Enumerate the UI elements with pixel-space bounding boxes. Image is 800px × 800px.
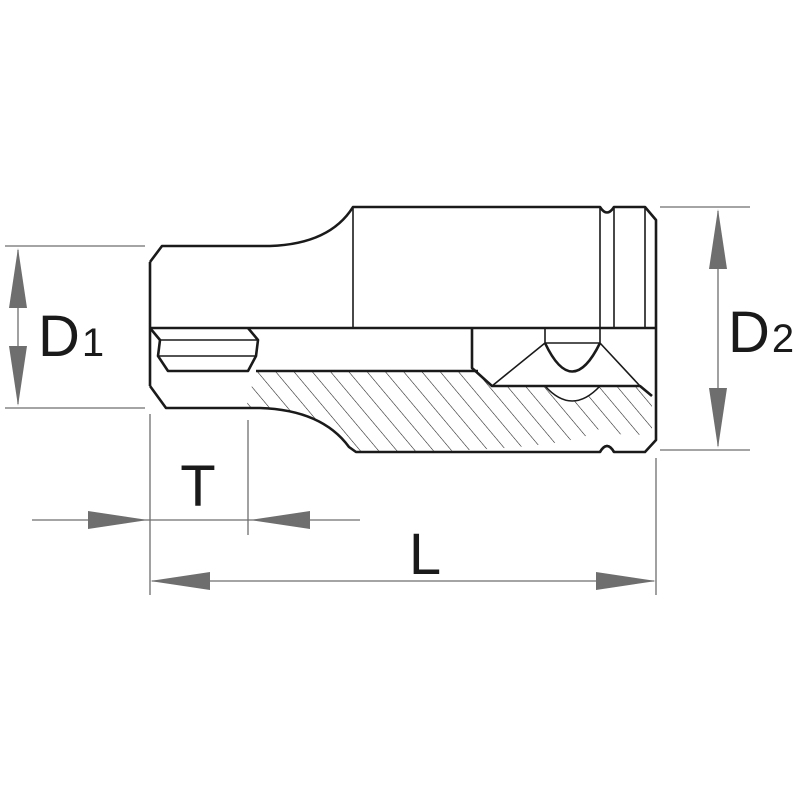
dimension-d1: D1 xyxy=(5,245,145,409)
dimension-t: T xyxy=(32,414,360,595)
hex-bore-inner xyxy=(158,339,258,357)
d1-arrow-down xyxy=(9,346,27,406)
d1-label: D1 xyxy=(38,304,104,369)
d2-label: D2 xyxy=(728,300,794,365)
square-drive-recess xyxy=(470,328,653,397)
l-arrow-left xyxy=(150,572,210,590)
socket-body xyxy=(148,205,658,454)
hatched-section xyxy=(150,371,652,452)
dimension-d2: D2 xyxy=(660,206,794,451)
d2-arrow-up xyxy=(709,209,727,269)
t-arrow-right xyxy=(250,511,310,529)
hex-bore xyxy=(149,327,260,373)
d2-arrow-down xyxy=(709,388,727,448)
t-arrow-left xyxy=(88,511,148,529)
l-arrow-right xyxy=(596,572,656,590)
l-label: L xyxy=(409,522,441,587)
ball-detent xyxy=(543,342,602,373)
d1-arrow-up xyxy=(9,248,27,308)
socket-top-outline xyxy=(148,205,658,325)
dimension-l: L xyxy=(150,458,657,595)
ball-detent-lower xyxy=(544,385,601,402)
square-drive-inner xyxy=(491,328,641,387)
t-label: T xyxy=(180,454,215,519)
section-groove-notch xyxy=(598,444,616,453)
